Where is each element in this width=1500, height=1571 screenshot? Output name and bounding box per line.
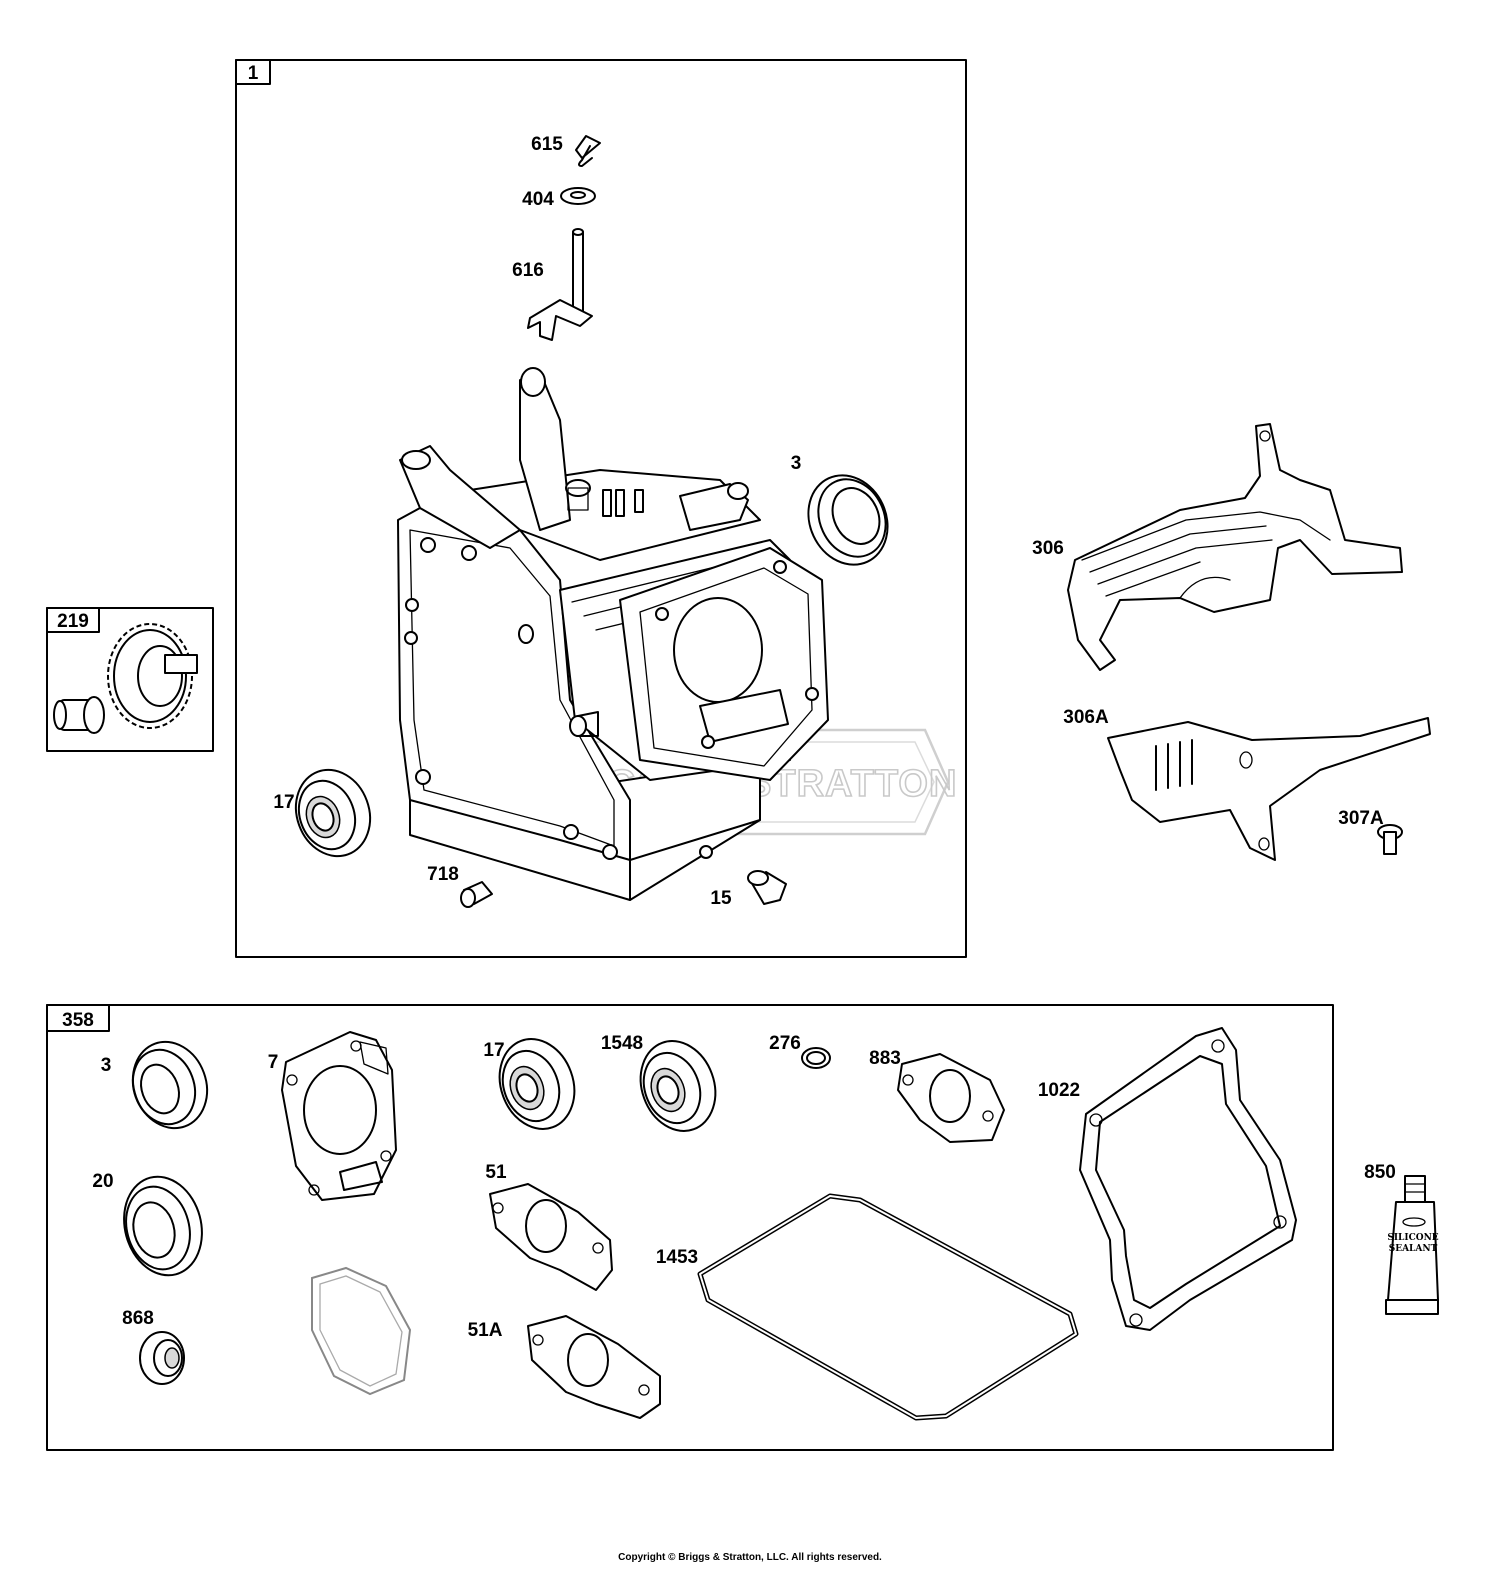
ball-bearing-17 [294, 768, 372, 858]
label-kit-7: 7 [268, 1052, 279, 1073]
screw-307A [1377, 824, 1403, 855]
label-615: 615 [531, 134, 563, 155]
label-306: 306 [1032, 538, 1064, 559]
governor-shaft-616 [527, 228, 593, 341]
kit-oil-seal-20 [123, 1175, 203, 1277]
kit-carb-gasket-51 [489, 1183, 613, 1291]
sealant-tube-850: SILICONE SEALANT [1385, 1175, 1439, 1315]
group-358-frame: 358 [46, 1004, 1334, 1451]
kit-crankcase-gasket-1453 [697, 1193, 1079, 1421]
label-kit-868: 868 [122, 1308, 154, 1329]
group-1-tag: 1 [248, 63, 259, 84]
kit-oil-seal-3 [131, 1040, 209, 1130]
air-guide-306 [1067, 423, 1403, 671]
label-17-main: 17 [273, 792, 294, 813]
kit-ball-bearing-1548 [639, 1040, 717, 1132]
drain-plug-15 [747, 870, 787, 905]
label-kit-1548: 1548 [601, 1033, 643, 1054]
label-kit-20: 20 [92, 1171, 113, 1192]
kit-rocker-cover-gasket [311, 1266, 412, 1396]
copyright-notice: Copyright © Briggs & Stratton, LLC. All … [618, 1552, 882, 1563]
group-358-tag: 358 [62, 1010, 94, 1031]
group-219-tag: 219 [57, 611, 89, 632]
sealant-label-line2: SEALANT [1389, 1244, 1438, 1254]
label-850: 850 [1364, 1162, 1396, 1183]
kit-intake-gasket-883 [897, 1053, 1005, 1143]
label-718: 718 [427, 864, 459, 885]
governor-gear-219 [53, 623, 198, 734]
kit-carb-gasket-51A [527, 1315, 661, 1419]
oil-seal-3 [807, 474, 889, 566]
label-kit-17: 17 [483, 1040, 504, 1061]
label-404: 404 [522, 189, 554, 210]
label-3-main: 3 [791, 453, 802, 474]
group-1-frame: 1 [235, 59, 967, 958]
label-kit-1453: 1453 [656, 1247, 698, 1268]
washer-404 [560, 187, 596, 205]
clip-pin-615 [575, 135, 601, 167]
group-219-frame: 219 [46, 607, 214, 752]
kit-head-gasket-7 [281, 1031, 397, 1201]
kit-gasket-1022 [1079, 1027, 1297, 1331]
air-baffle-306A [1107, 717, 1431, 861]
dowel-pin-718 [460, 881, 493, 908]
kit-o-ring-276 [801, 1047, 831, 1069]
label-kit-1022: 1022 [1038, 1080, 1080, 1101]
engine-block [397, 367, 829, 901]
label-kit-883: 883 [869, 1048, 901, 1069]
label-15: 15 [710, 888, 732, 909]
label-kit-51A: 51A [468, 1320, 503, 1341]
sealant-label-line1: SILICONE [1387, 1233, 1438, 1243]
kit-valve-seal-868 [139, 1331, 185, 1385]
label-kit-3: 3 [101, 1055, 112, 1076]
kit-ball-bearing-17 [498, 1038, 576, 1130]
label-kit-51: 51 [485, 1162, 507, 1183]
label-kit-276: 276 [769, 1033, 801, 1054]
label-306A: 306A [1063, 707, 1109, 728]
label-307A: 307A [1338, 808, 1384, 829]
label-616: 616 [512, 260, 544, 281]
